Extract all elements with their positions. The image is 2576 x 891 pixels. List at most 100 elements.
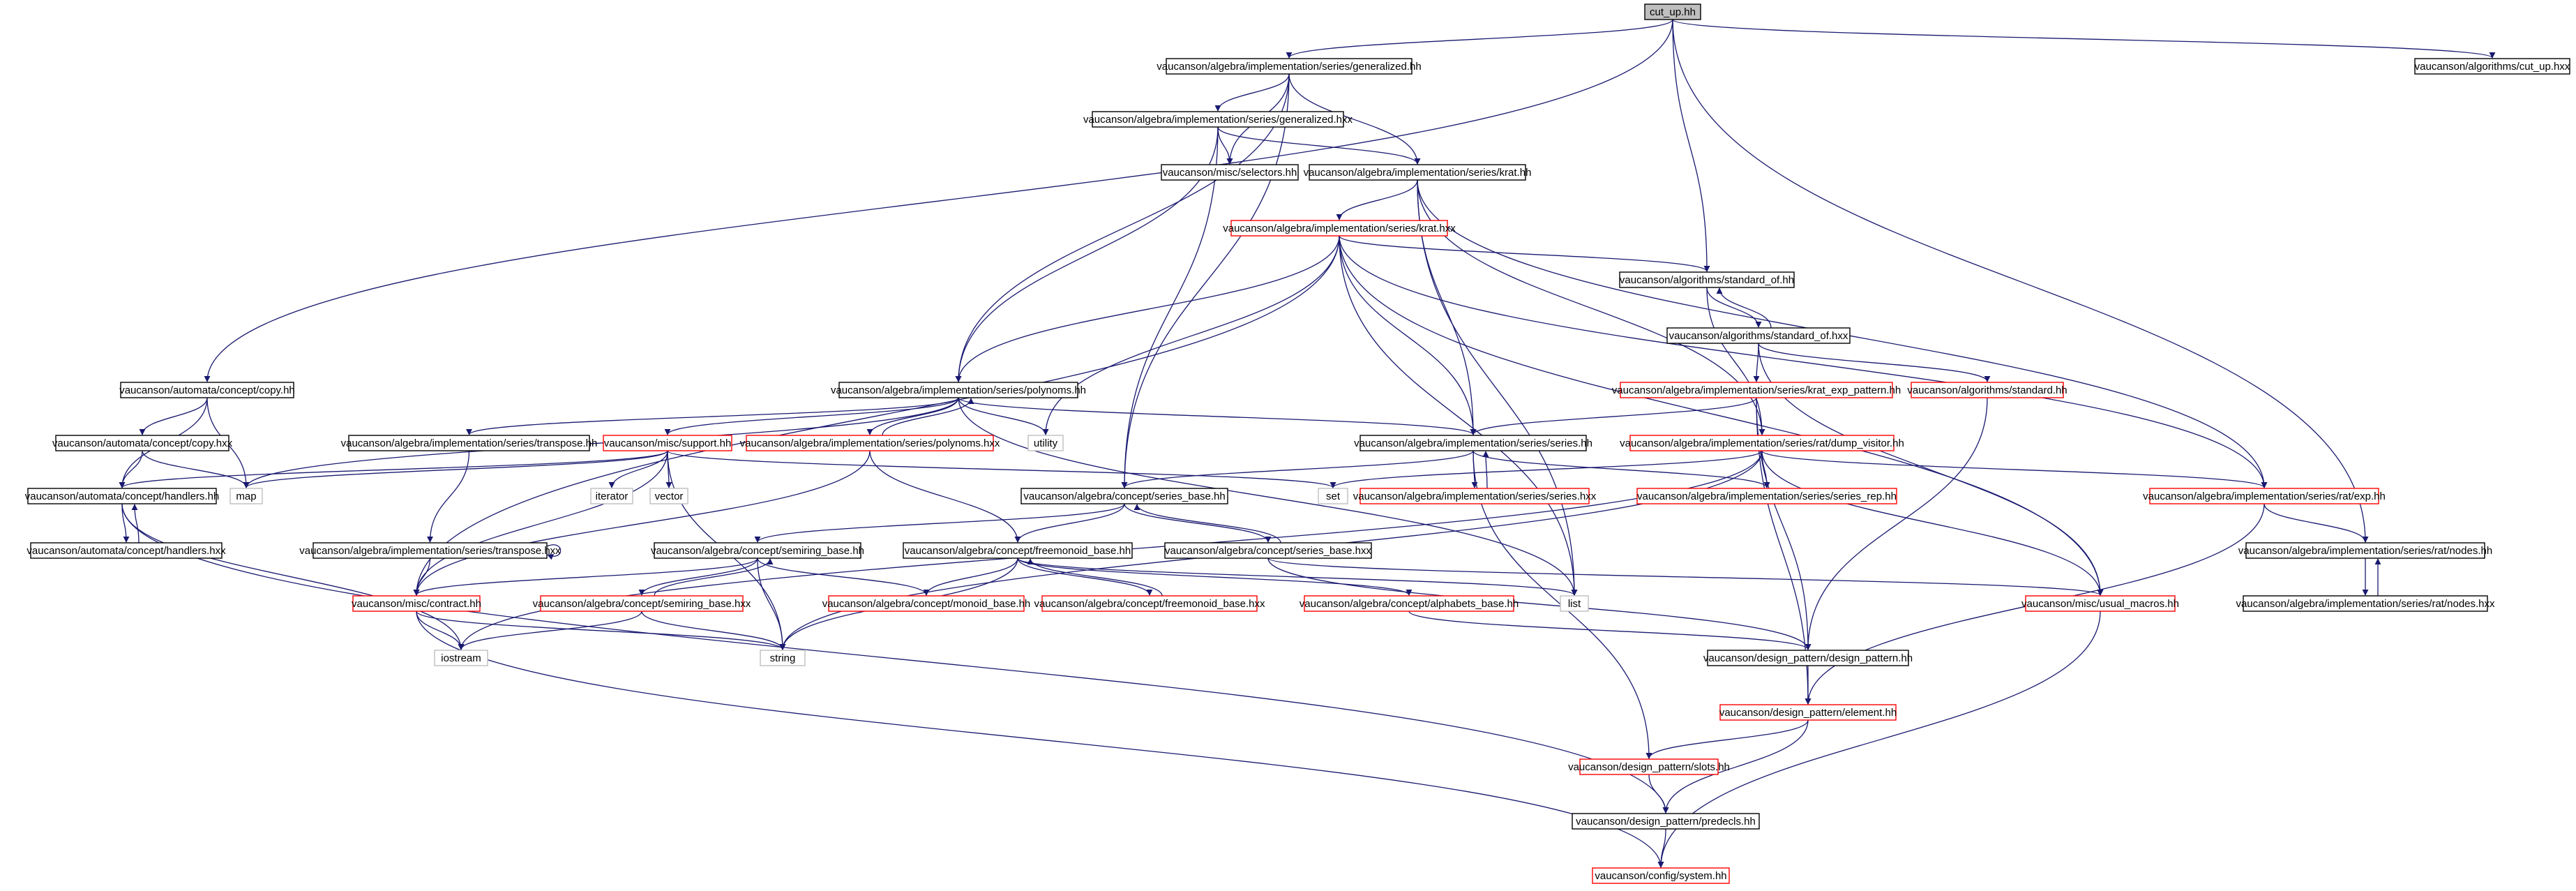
edge-krat_hxx-to-exp_hh <box>1339 235 2268 488</box>
node-box <box>1304 595 1514 612</box>
node-series-rep-hh[interactable]: vaucanson/algebra/implementation/series/… <box>1636 488 1897 504</box>
node-box <box>434 650 488 666</box>
node-iterator: iterator <box>590 488 633 504</box>
dependency-nodes: cut_up.hh vaucanson/algebra/implementatio… <box>25 3 2570 884</box>
node-handlers-hxx[interactable]: vaucanson/automata/concept/handlers.hxx <box>27 542 226 559</box>
node-standard-of-hxx[interactable]: vaucanson/algorithms/standard_of.hxx <box>1666 327 1851 344</box>
node-series-base-hh[interactable]: vaucanson/algebra/concept/series_base.hh <box>1020 488 1228 504</box>
node-box <box>1719 704 1897 721</box>
node-support-hh[interactable]: vaucanson/misc/support.hh <box>603 435 732 451</box>
node-box <box>1636 488 1897 504</box>
node-selectors-hh[interactable]: vaucanson/misc/selectors.hh <box>1161 164 1299 181</box>
node-standard-hh[interactable]: vaucanson/algorithms/standard.hh <box>1907 382 2067 398</box>
node-dump-visitor-hh[interactable]: vaucanson/algebra/implementation/series/… <box>1620 435 1904 451</box>
node-system-hh[interactable]: vaucanson/config/system.hh <box>1592 867 1730 884</box>
edge-standard_of_hxx-to-usual_macros_hh <box>1758 343 2104 596</box>
node-label: vaucanson/algebra/implementation/series/… <box>1304 167 1532 179</box>
edge-polynoms_hh-to-support_hh <box>664 397 959 435</box>
edge-contract_hh-to-string <box>416 611 786 650</box>
node-nodes-hh[interactable]: vaucanson/algebra/implementation/series/… <box>2238 542 2492 559</box>
node-design-pattern-hh[interactable]: vaucanson/design_pattern/design_pattern.… <box>1703 650 1913 666</box>
node-semiring-base-hxx[interactable]: vaucanson/algebra/concept/semiring_base.… <box>533 595 751 612</box>
node-series-hh[interactable]: vaucanson/algebra/implementation/series/… <box>1354 435 1592 451</box>
edge-series_base_hxx-to-series_base_hh <box>1133 504 1281 544</box>
node-box <box>30 542 223 559</box>
node-label: vaucanson/algebra/concept/freemonoid_bas… <box>1034 598 1265 610</box>
node-box <box>1560 595 1589 612</box>
node-nodes-hxx[interactable]: vaucanson/algebra/implementation/series/… <box>2236 595 2495 612</box>
edge-generalized_hxx-to-krat_hh <box>1217 126 1421 165</box>
node-label: map <box>236 491 256 502</box>
node-series-hxx[interactable]: vaucanson/algebra/implementation/series/… <box>1353 488 1597 504</box>
node-slots-hh[interactable]: vaucanson/design_pattern/slots.hh <box>1568 758 1730 775</box>
node-krat-hxx[interactable]: vaucanson/algebra/implementation/series/… <box>1223 220 1456 237</box>
node-handlers-hh[interactable]: vaucanson/automata/concept/handlers.hh <box>25 488 220 504</box>
node-box <box>1020 488 1228 504</box>
edge-predecls_hh-to-system_hh <box>1657 828 1666 868</box>
node-label: vaucanson/algebra/implementation/series/… <box>2238 545 2492 557</box>
node-box <box>654 542 861 559</box>
node-generalized-hxx[interactable]: vaucanson/algebra/implementation/series/… <box>1083 111 1353 128</box>
node-transpose-hh[interactable]: vaucanson/algebra/implementation/series/… <box>341 435 598 451</box>
node-label: vaucanson/design_pattern/design_pattern.… <box>1703 652 1913 664</box>
node-label: vaucanson/algebra/implementation/series/… <box>1620 437 1904 449</box>
node-predecls-hh[interactable]: vaucanson/design_pattern/predecls.hh <box>1572 813 1760 830</box>
node-freemonoid-base-hh[interactable]: vaucanson/algebra/concept/freemonoid_bas… <box>903 542 1133 559</box>
node-string: string <box>760 650 806 666</box>
node-generalized-hh[interactable]: vaucanson/algebra/implementation/series/… <box>1157 58 1422 75</box>
node-vector: vector <box>649 488 688 504</box>
node-box <box>828 595 1025 612</box>
node-alphabets-base-hh[interactable]: vaucanson/algebra/concept/alphabets_base… <box>1300 595 1519 612</box>
edge-series_base_hh-to-series_base_hxx <box>1124 503 1272 543</box>
node-freemonoid-base-hxx[interactable]: vaucanson/algebra/concept/freemonoid_bas… <box>1034 595 1265 612</box>
edge-exp_hh-to-nodes_hh <box>2264 503 2369 543</box>
node-label: vaucanson/algorithms/standard.hh <box>1907 384 2067 396</box>
node-series-base-hxx[interactable]: vaucanson/algebra/concept/series_base.hx… <box>1164 542 1372 559</box>
node-box <box>1666 327 1851 344</box>
node-box <box>1161 164 1299 181</box>
node-semiring-base-hh[interactable]: vaucanson/algebra/concept/semiring_base.… <box>651 542 864 559</box>
edge-support_hh-to-set <box>667 450 1336 488</box>
node-polynoms-hh[interactable]: vaucanson/algebra/implementation/series/… <box>831 382 1086 398</box>
edge-handlers_hh-to-predecls_hh <box>121 503 1669 814</box>
edge-krat_hh-to-krat_hxx <box>1336 179 1418 220</box>
edge-standard_of_hxx-to-krat_exp_pattern_hh <box>1753 343 1760 382</box>
node-label: vaucanson/misc/selectors.hh <box>1163 167 1297 179</box>
node-monoid-base-hh[interactable]: vaucanson/algebra/concept/monoid_base.hh <box>822 595 1031 612</box>
edge-semiring_base_hxx-to-iostream <box>458 611 642 650</box>
node-box <box>2414 58 2570 75</box>
edge-cut_up_hh-to-cut_up_hxx <box>1672 19 2496 59</box>
edge-series_hh-to-series_base_hh <box>1121 450 1474 488</box>
node-copy-hh[interactable]: vaucanson/automata/concept/copy.hh <box>119 382 295 398</box>
node-box <box>649 488 688 504</box>
node-label: vaucanson/algebra/implementation/series/… <box>1353 491 1597 502</box>
node-label: string <box>770 652 796 664</box>
node-box <box>2245 542 2485 559</box>
edge-cut_up_hh-to-standard_of_hh <box>1672 19 1710 272</box>
node-polynoms-hxx[interactable]: vaucanson/algebra/implementation/series/… <box>740 435 1000 451</box>
edge-dump_visitor_hh-to-set <box>1330 450 1763 488</box>
node-label: vaucanson/algebra/implementation/series/… <box>1083 114 1353 126</box>
node-cut-up-hxx[interactable]: vaucanson/algorithms/cut_up.hxx <box>2414 58 2570 75</box>
node-label: vaucanson/algebra/implementation/series/… <box>1637 491 1897 502</box>
node-label: vaucanson/algebra/concept/semiring_base.… <box>533 598 751 610</box>
node-transpose-hxx[interactable]: vaucanson/algebra/implementation/series/… <box>299 542 561 559</box>
edge-generalized_hh-to-generalized_hxx <box>1214 73 1290 112</box>
node-krat-exp-pattern-hh[interactable]: vaucanson/algebra/implementation/series/… <box>1612 382 1901 398</box>
edge-polynoms_hh-to-utility <box>958 397 1049 435</box>
node-cut-up-hh[interactable]: cut_up.hh <box>1644 3 1701 20</box>
node-contract-hh[interactable]: vaucanson/misc/contract.hh <box>352 595 481 612</box>
edge-standard_of_hh-to-dump_visitor_hh <box>1706 287 1765 435</box>
edge-polynoms_hh-to-polynoms_hxx <box>866 397 959 435</box>
edge-support_hh-to-map <box>243 450 668 488</box>
node-exp-hh[interactable]: vaucanson/algebra/implementation/series/… <box>2143 488 2386 504</box>
node-standard-of-hh[interactable]: vaucanson/algorithms/standard_of.hh <box>1619 271 1795 288</box>
node-krat-hh[interactable]: vaucanson/algebra/implementation/series/… <box>1304 164 1532 181</box>
edge-series_base_hxx-to-design_pattern_hh <box>1267 557 1812 650</box>
node-label: vector <box>655 491 684 502</box>
node-label: vaucanson/algebra/implementation/series/… <box>1612 384 1901 396</box>
node-usual-macros-hh[interactable]: vaucanson/misc/usual_macros.hh <box>2021 595 2179 612</box>
node-copy-hxx[interactable]: vaucanson/automata/concept/copy.hxx <box>52 435 233 451</box>
node-element-hh[interactable]: vaucanson/design_pattern/element.hh <box>1719 704 1897 721</box>
edge-contract_hh-to-system_hh <box>416 611 1664 868</box>
